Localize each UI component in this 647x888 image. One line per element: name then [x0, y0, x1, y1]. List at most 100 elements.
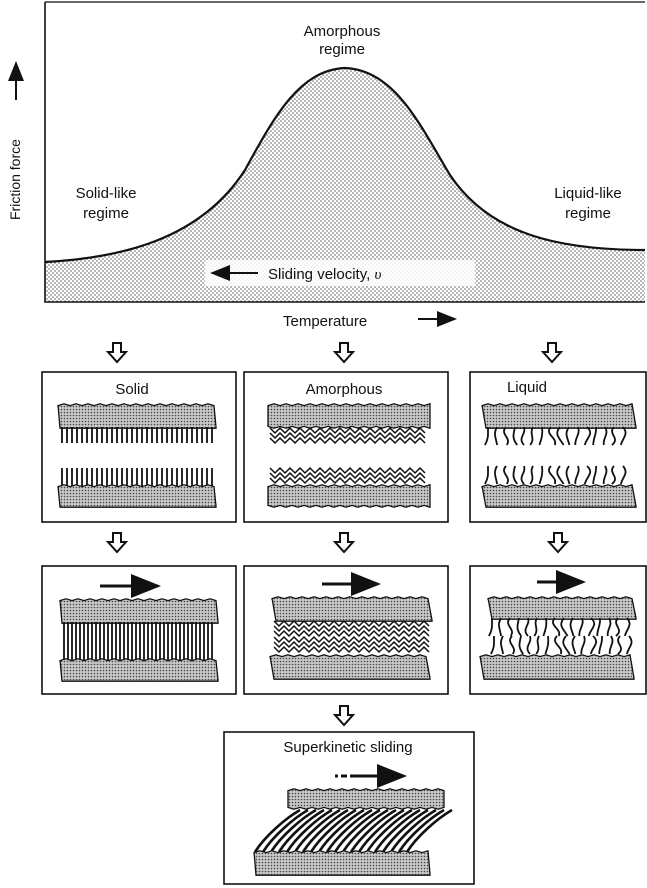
- chain-molecule: [542, 617, 548, 637]
- down-hollow-arrow-icon: [105, 342, 129, 364]
- left-regime-line1: Solid-like: [76, 185, 137, 202]
- graph: Amorphous regime Solid-like regime Liqui…: [7, 1, 646, 330]
- chain-molecule: [538, 465, 544, 485]
- chain-molecule: [548, 465, 557, 485]
- panel-superkinetic-title: Superkinetic sliding: [283, 739, 412, 756]
- chain-molecule: [620, 426, 627, 446]
- substrate-block: [57, 484, 217, 508]
- chain-molecule: [574, 426, 580, 446]
- chain-molecule: [611, 426, 616, 446]
- chain-molecule: [574, 465, 580, 485]
- chain-molecule: [602, 465, 608, 485]
- chain-molecule: [509, 635, 515, 655]
- chain-molecule: [556, 426, 565, 446]
- chain-molecule: [538, 426, 544, 446]
- chain-molecule: [273, 624, 430, 633]
- chain-molecule: [592, 426, 597, 446]
- amorphous-bottom-surface: [267, 466, 431, 509]
- right-regime-line1: Liquid-like: [554, 185, 622, 202]
- graph-frame: [44, 2, 645, 303]
- y-axis-label: Friction force: [7, 139, 23, 220]
- friction-curve: [44, 66, 646, 264]
- left-regime-line2: regime: [83, 205, 129, 222]
- chain-molecule: [277, 808, 325, 853]
- flow-arrows: [105, 342, 570, 727]
- chain-molecule: [253, 808, 301, 853]
- chain-molecule: [529, 465, 534, 485]
- chain-molecule: [269, 431, 426, 440]
- chain-molecule: [341, 808, 389, 853]
- down-hollow-arrow-icon: [546, 532, 570, 554]
- chain-molecule: [535, 635, 540, 655]
- chain-molecule: [548, 426, 557, 446]
- chain-molecule: [273, 645, 430, 654]
- substrate-block: [59, 658, 219, 682]
- solid-sliding-contact: [59, 598, 219, 682]
- chain-molecule: [484, 465, 489, 485]
- chain-molecule: [381, 808, 429, 853]
- chain-molecule: [500, 635, 504, 655]
- chain-molecule: [569, 617, 575, 637]
- substrate-block: [481, 483, 637, 508]
- amorphous-sliding-contact: [269, 596, 433, 680]
- panel-liquid-sliding: [469, 565, 647, 695]
- chain-molecule: [580, 635, 586, 655]
- down-hollow-arrow-icon: [332, 705, 356, 727]
- chain-molecule: [598, 635, 603, 655]
- chain-molecule: [503, 426, 509, 446]
- chain-molecule: [587, 617, 596, 637]
- liquid-bottom-surface: [481, 465, 637, 508]
- substrate-block: [59, 598, 219, 624]
- chain-molecule: [626, 635, 633, 655]
- peak-label-line2: regime: [319, 41, 365, 58]
- velocity-label: Sliding velocity, υ: [268, 266, 381, 283]
- chain-molecule: [269, 471, 426, 480]
- chain-molecule: [520, 426, 526, 446]
- liquid-top-surface: [481, 402, 637, 446]
- chain-molecule: [602, 426, 608, 446]
- superkinetic-tilted-layers: [253, 788, 453, 876]
- chain-molecule: [556, 465, 565, 485]
- chain-molecule: [484, 426, 489, 446]
- chain-molecule: [269, 476, 426, 485]
- chain-molecule: [608, 635, 614, 655]
- chain-molecule: [565, 426, 571, 446]
- substrate-block: [271, 596, 433, 622]
- chain-molecule: [592, 465, 597, 485]
- chain-molecule: [516, 617, 522, 637]
- chain-molecule: [544, 635, 550, 655]
- friction-curve-fill: [45, 68, 645, 302]
- substrate-block: [253, 849, 431, 876]
- solid-bottom-surface: [57, 468, 217, 508]
- panel-liquid-title: Liquid: [507, 379, 547, 396]
- chain-molecule: [405, 808, 453, 853]
- substrate-block: [267, 483, 431, 509]
- substrate-block: [269, 654, 431, 680]
- panel-solid-title: Solid: [115, 381, 148, 398]
- chain-molecule: [273, 629, 430, 638]
- chain-molecule: [520, 465, 526, 485]
- chain-molecule: [583, 465, 592, 485]
- chain-molecule: [512, 426, 518, 446]
- chain-molecule: [512, 465, 518, 485]
- chain-molecule: [562, 635, 571, 655]
- chain-molecule: [624, 617, 631, 637]
- panel-solid: Solid: [41, 371, 237, 523]
- chain-molecule: [488, 617, 493, 637]
- panel-liquid: Liquid: [469, 371, 647, 523]
- chain-molecule: [526, 635, 532, 655]
- chain-molecule: [494, 426, 498, 446]
- chain-molecule: [269, 466, 426, 475]
- chain-molecule: [494, 465, 498, 485]
- chain-molecule: [365, 808, 413, 853]
- x-axis-label: Temperature: [283, 313, 367, 330]
- substrate-block: [487, 596, 637, 620]
- panel-superkinetic: Superkinetic sliding: [223, 731, 475, 885]
- panel-amorphous-title: Amorphous: [306, 381, 383, 398]
- substrate-block: [481, 402, 637, 429]
- chain-molecule: [529, 426, 534, 446]
- chain-molecule: [317, 808, 365, 853]
- liquid-sliding-contact: [479, 596, 637, 680]
- chain-molecule: [565, 465, 571, 485]
- chain-molecule: [373, 808, 421, 853]
